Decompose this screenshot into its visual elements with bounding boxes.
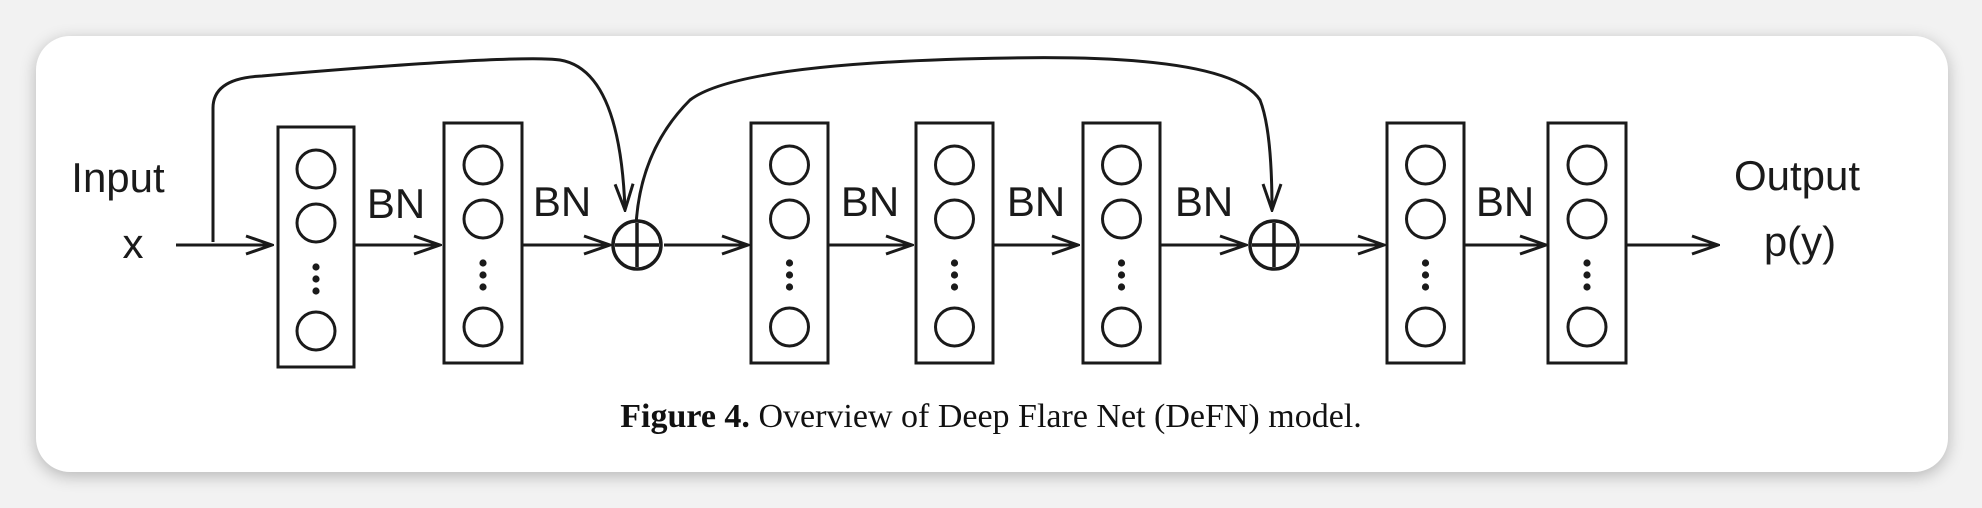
bn-label-1: BN xyxy=(367,180,425,227)
neuron xyxy=(462,198,504,240)
neuron xyxy=(462,144,504,186)
neuron xyxy=(295,202,337,244)
neuron xyxy=(1101,144,1142,186)
figure-caption: Figure 4. Overview of Deep Flare Net (De… xyxy=(0,398,1982,436)
layer-3 xyxy=(749,121,830,365)
neuron xyxy=(1101,306,1142,348)
layer-6 xyxy=(1385,121,1466,365)
bn-label-5: BN xyxy=(1175,178,1233,225)
bn-label-3: BN xyxy=(841,178,899,225)
ellipsis-dot xyxy=(479,259,487,267)
ellipsis-dot xyxy=(1421,271,1430,279)
ellipsis-dot xyxy=(312,287,320,295)
neuron xyxy=(1405,144,1446,186)
neuron xyxy=(1101,198,1142,240)
output-variable-label: p(y) xyxy=(1764,218,1836,265)
neuron xyxy=(769,306,810,348)
neuron xyxy=(934,306,975,348)
input-variable-label: x xyxy=(123,220,144,267)
skip-connection-2 xyxy=(634,56,1272,227)
ellipsis-dot xyxy=(479,271,487,279)
ellipsis-dot xyxy=(1117,271,1126,279)
neuron xyxy=(1566,144,1608,186)
ellipsis-dot xyxy=(1117,283,1126,291)
layers xyxy=(276,121,1628,369)
layer-5 xyxy=(1081,121,1162,365)
ellipsis-dot xyxy=(950,271,959,279)
neuron xyxy=(934,144,975,186)
input-label: Input xyxy=(71,154,165,201)
ellipsis-dot xyxy=(1117,259,1126,267)
layer-7 xyxy=(1546,121,1628,365)
neuron xyxy=(934,198,975,240)
layer-1 xyxy=(276,125,356,369)
skip-connection-1 xyxy=(211,57,625,242)
bn-label-2: BN xyxy=(533,178,591,225)
ellipsis-dot xyxy=(950,259,959,267)
add-node-2 xyxy=(1248,219,1300,271)
ellipsis-dot xyxy=(1583,271,1591,279)
neuron xyxy=(1405,198,1446,240)
ellipsis-dot xyxy=(1421,259,1430,267)
output-label: Output xyxy=(1734,152,1860,199)
layer-4 xyxy=(914,121,995,365)
ellipsis-dot xyxy=(312,275,320,283)
neuron xyxy=(1566,198,1608,240)
neuron xyxy=(1566,306,1608,348)
ellipsis-dot xyxy=(785,259,794,267)
neuron xyxy=(1405,306,1446,348)
neuron xyxy=(462,306,504,348)
neuron xyxy=(769,198,810,240)
bn-label-4: BN xyxy=(1007,178,1065,225)
neuron xyxy=(295,148,337,190)
add-node-1 xyxy=(611,219,663,271)
ellipsis-dot xyxy=(1583,283,1591,291)
layer-2 xyxy=(442,121,524,365)
ellipsis-dot xyxy=(1421,283,1430,291)
neuron xyxy=(769,144,810,186)
ellipsis-dot xyxy=(785,283,794,291)
ellipsis-dot xyxy=(1583,259,1591,267)
ellipsis-dot xyxy=(950,283,959,291)
bn-label-6: BN xyxy=(1476,178,1534,225)
caption-text: Overview of Deep Flare Net (DeFN) model. xyxy=(758,398,1362,435)
ellipsis-dot xyxy=(785,271,794,279)
ellipsis-dot xyxy=(312,263,320,271)
neuron xyxy=(295,310,337,352)
figure-label: Figure 4. xyxy=(620,398,750,435)
ellipsis-dot xyxy=(479,283,487,291)
